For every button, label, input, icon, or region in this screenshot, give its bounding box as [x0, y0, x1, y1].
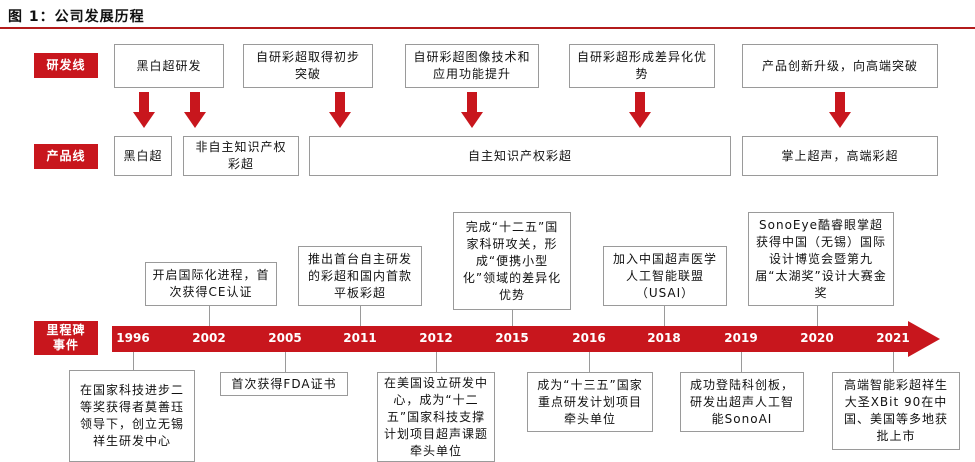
connector-line	[817, 306, 818, 326]
connector-line	[512, 310, 513, 326]
connector-line	[893, 352, 894, 372]
year-label: 2015	[495, 331, 529, 345]
connector-line	[285, 352, 286, 372]
product-box: 自主知识产权彩超	[309, 136, 731, 176]
rd-box: 自研彩超形成差异化优势	[569, 44, 715, 88]
milestone-tag: 里程碑 事件	[34, 321, 98, 355]
event-box-bottom: 成功登陆科创板，研发出超声人工智能SonoAI	[680, 372, 804, 432]
timeline-bar	[112, 326, 910, 352]
event-box-top: 推出首台自主研发的彩超和国内首款平板彩超	[298, 246, 422, 306]
year-label: 2011	[343, 331, 377, 345]
timeline-arrow-head	[908, 321, 940, 357]
down-arrow-icon	[329, 92, 351, 128]
product-box: 非自主知识产权彩超	[183, 136, 299, 176]
rd-box: 自研彩超取得初步突破	[243, 44, 373, 88]
year-label: 2020	[800, 331, 834, 345]
rd-box: 自研彩超图像技术和应用功能提升	[405, 44, 539, 88]
event-box-bottom: 高端智能彩超祥生大圣XBit 90在中国、美国等多地获批上市	[832, 372, 960, 450]
connector-line	[133, 352, 134, 370]
connector-line	[360, 306, 361, 326]
event-box-top: SonoEye酷睿眼掌超获得中国（无锡）国际设计博览会暨第九届“太湖奖”设计大赛…	[748, 212, 894, 306]
year-label: 1996	[116, 331, 150, 345]
event-box-bottom: 成为“十三五”国家重点研发计划项目牵头单位	[527, 372, 653, 432]
product-box: 黑白超	[114, 136, 172, 176]
connector-line	[589, 352, 590, 372]
rd-box: 黑白超研发	[114, 44, 224, 88]
year-label: 2016	[572, 331, 606, 345]
milestone-tag-line1: 里程碑	[46, 323, 86, 337]
product-line-tag: 产品线	[34, 144, 98, 169]
connector-line	[436, 352, 437, 372]
down-arrow-icon	[133, 92, 155, 128]
figure-title: 图 1：公司发展历程	[8, 9, 145, 25]
event-box-top: 完成“十二五”国家科研攻关，形成“便携小型化”领域的差异化优势	[453, 212, 571, 310]
year-label: 2012	[419, 331, 453, 345]
down-arrow-icon	[829, 92, 851, 128]
event-box-top: 开启国际化进程，首次获得CE认证	[145, 262, 277, 306]
rd-line-tag: 研发线	[34, 53, 98, 78]
event-box-top: 加入中国超声医学人工智能联盟（USAI）	[603, 246, 727, 306]
rd-box: 产品创新升级，向高端突破	[742, 44, 938, 88]
connector-line	[209, 306, 210, 326]
event-box-bottom: 在国家科技进步二等奖获得者莫善珏领导下，创立无锡祥生研发中心	[69, 370, 195, 462]
title-rule	[0, 27, 975, 29]
year-label: 2019	[724, 331, 758, 345]
event-box-bottom: 首次获得FDA证书	[220, 372, 348, 396]
year-label: 2018	[647, 331, 681, 345]
year-label: 2002	[192, 331, 226, 345]
year-label: 2005	[268, 331, 302, 345]
event-box-bottom: 在美国设立研发中心，成为“十二五”国家科技支撑计划项目超声课题牵头单位	[377, 372, 495, 462]
down-arrow-icon	[461, 92, 483, 128]
down-arrow-icon	[629, 92, 651, 128]
year-label: 2021	[876, 331, 910, 345]
milestone-tag-line2: 事件	[52, 338, 79, 352]
down-arrow-icon	[184, 92, 206, 128]
connector-line	[664, 306, 665, 326]
product-box: 掌上超声，高端彩超	[742, 136, 938, 176]
connector-line	[741, 352, 742, 372]
